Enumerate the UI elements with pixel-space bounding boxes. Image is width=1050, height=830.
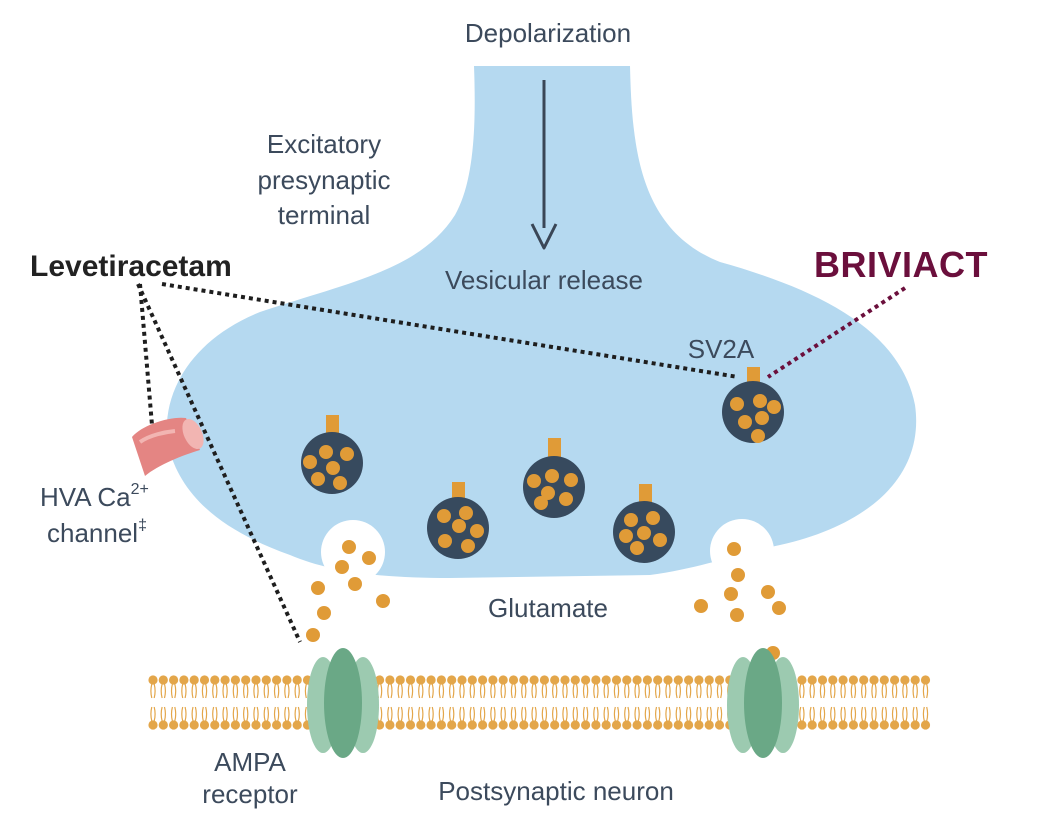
hva-label-superscript: 2+ — [131, 481, 149, 498]
levetiracetam-target-lines — [136, 282, 739, 643]
levetiracetam-label: Levetiracetam — [30, 250, 232, 283]
depolarization-label: Depolarization — [465, 18, 631, 48]
presynaptic-label-line2: presynaptic — [258, 165, 391, 195]
presynaptic-label-line3: terminal — [278, 200, 370, 230]
sv2a-label: SV2A — [688, 334, 755, 364]
ampa-label-line1: AMPA — [214, 747, 286, 777]
briviact-target-line — [766, 286, 907, 379]
vesicle-icon — [427, 482, 489, 559]
depolarization-arrow — [530, 80, 558, 250]
vesicle-sv2a-icon — [722, 367, 784, 443]
hva-channel-word: channel — [47, 518, 138, 548]
hva-channel-label-line1: HVA Ca2+ — [40, 481, 149, 512]
vesicular-release-label: Vesicular release — [445, 265, 643, 295]
postsynaptic-label: Postsynaptic neuron — [438, 776, 674, 806]
vesicle-icon — [613, 484, 675, 563]
ampa-receptor-icon — [307, 648, 379, 758]
ampa-receptor-icon — [727, 648, 799, 758]
ampa-label-line2: receptor — [202, 779, 298, 809]
glutamate-molecules — [306, 540, 786, 660]
vesicle-icon — [523, 438, 585, 518]
presynaptic-label-line1: Excitatory — [267, 129, 381, 159]
briviact-label: BRIVIACT — [814, 244, 988, 285]
vesicle-icon — [301, 415, 363, 494]
postsynaptic-membrane — [148, 675, 931, 730]
calcium-channel-icon — [132, 417, 204, 476]
release-pocket-right — [710, 519, 774, 583]
hva-footnote-mark: ‡ — [138, 517, 147, 534]
hva-channel-label-line2: channel‡ — [47, 517, 147, 548]
glutamate-label: Glutamate — [488, 593, 608, 623]
hva-label-text: HVA Ca — [40, 482, 131, 512]
